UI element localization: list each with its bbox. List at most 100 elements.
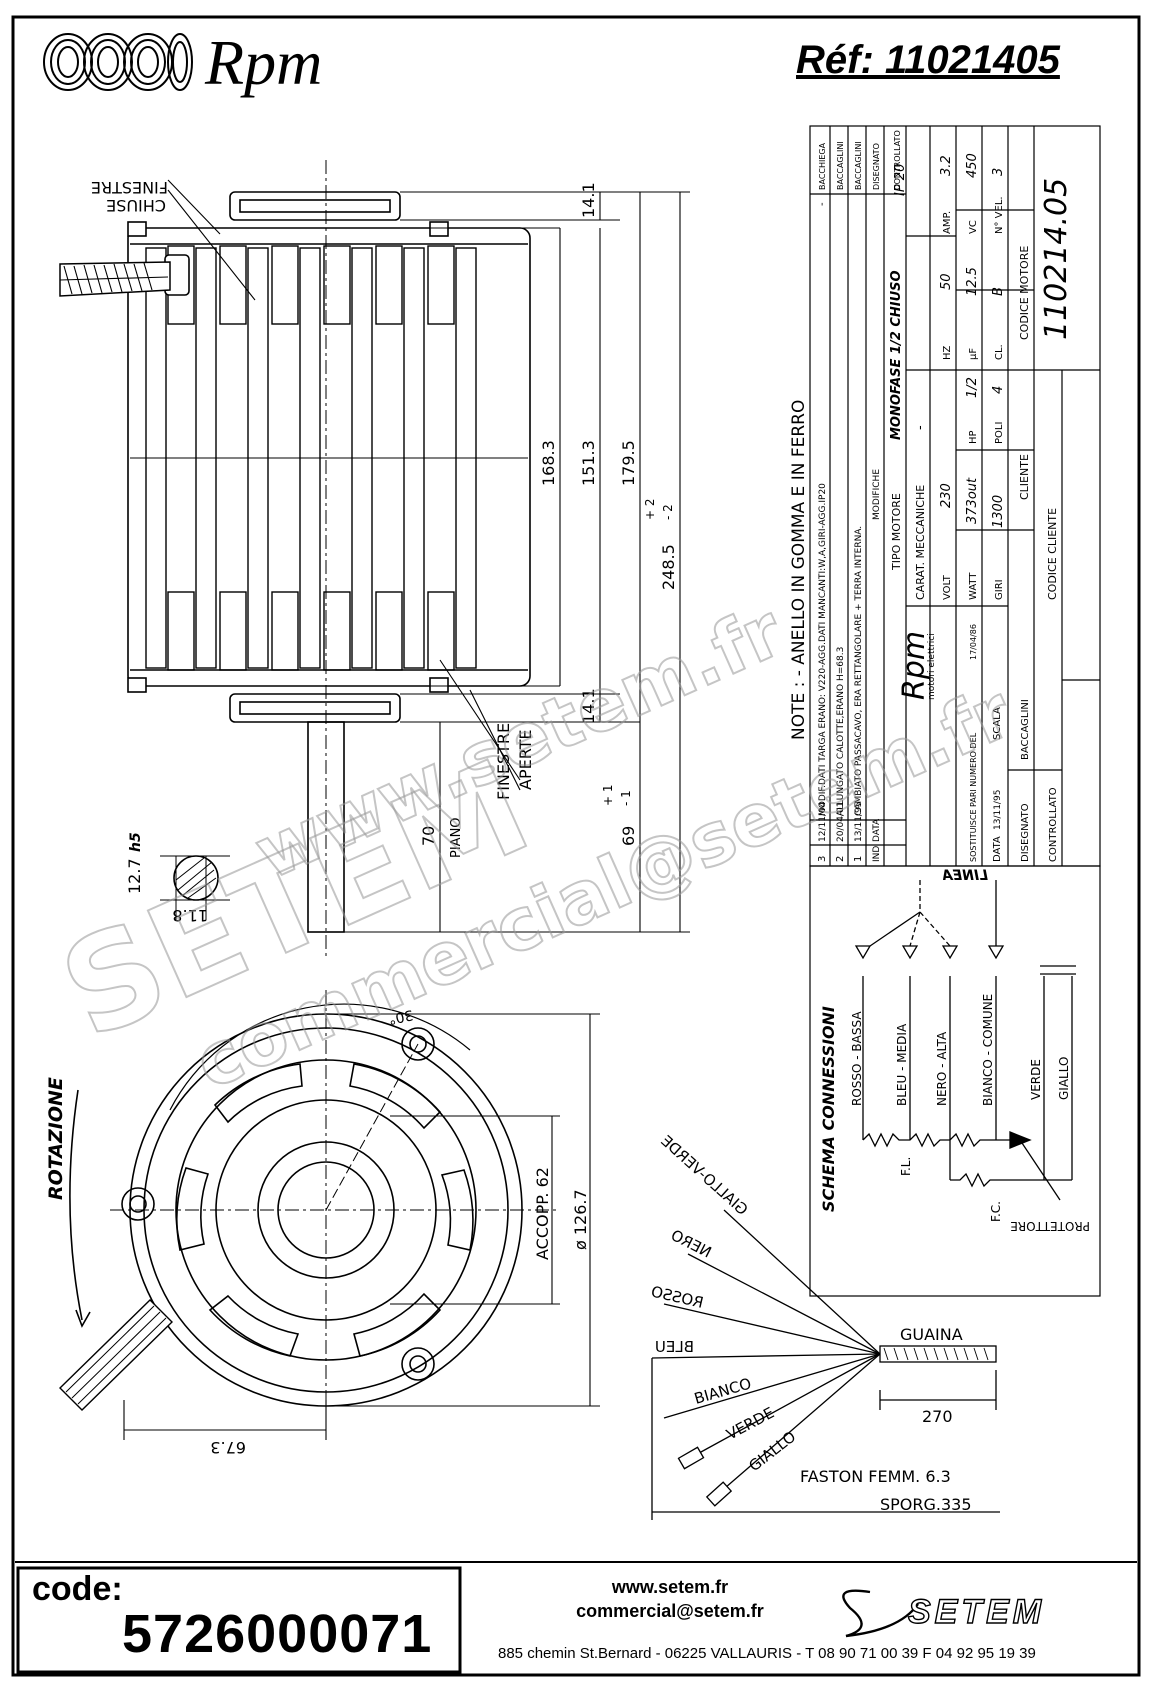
giri-label: GIRI	[994, 579, 1005, 600]
label-angle: 30°	[387, 1006, 415, 1027]
code-value: 5726000071	[122, 1604, 433, 1664]
rev-2-ind: 2	[835, 856, 846, 862]
label-piano: PIANO	[449, 817, 464, 858]
dim-69-tol-plus: + 1	[601, 784, 615, 806]
wire-bianco: BIANCO - COMUNE	[981, 994, 995, 1106]
carat-label: CARAT. MECCANICHE	[914, 485, 927, 600]
cl-label: CL.	[994, 344, 1005, 360]
nvel-label: N° VEL.	[994, 196, 1005, 234]
carat-value: -	[913, 425, 928, 430]
dim-67-3: 67.3	[210, 1438, 246, 1457]
hz-label: HZ	[942, 345, 953, 360]
label-accopp: ACCOPP. 62	[533, 1167, 552, 1260]
code-box	[16, 1566, 462, 1674]
footer-email-link[interactable]: commercial@setem.fr	[576, 1601, 764, 1621]
scala-label: SCALA	[992, 707, 1003, 740]
label-finestre: FINESTRE	[91, 178, 168, 197]
schema-linea: LINEA	[942, 868, 988, 884]
footer-website-link[interactable]: www.setem.fr	[611, 1577, 729, 1597]
outer-frame	[11, 15, 1141, 1677]
dim-14-1-bottom: 14.1	[579, 688, 598, 724]
amp-value: 3.2	[939, 155, 954, 176]
wire-giallo: GIALLO	[1057, 1057, 1071, 1100]
dash-1: -	[817, 202, 828, 206]
dim-151-3: 151.3	[579, 440, 598, 486]
sostituisce-date: 17/04/86	[969, 624, 978, 660]
dim-248-tol-minus: - 2	[661, 504, 675, 520]
wire-verde: VERDE	[1029, 1059, 1043, 1100]
wire-harness	[651, 1209, 1000, 1520]
poli-value: 4	[991, 386, 1006, 394]
watt-label: WATT	[968, 572, 979, 600]
rev-3-ind: 3	[817, 856, 828, 862]
rev-3-date: 12/11/04	[818, 801, 828, 842]
dim-12-7: 12.7	[125, 858, 144, 894]
data-label: DATA	[992, 836, 1003, 862]
dim-11-8: 11.8	[172, 906, 208, 925]
dimension-lines	[344, 191, 690, 933]
setem-logo: SETEM	[907, 1592, 1046, 1631]
hdr-modifiche: MODIFICHE	[872, 469, 882, 520]
label-rotazione: ROTAZIONE	[45, 1077, 67, 1200]
rpm-coil-logo	[43, 33, 193, 91]
schema-protettore: PROTETTORE	[1010, 1219, 1090, 1233]
schema-fl: F.L.	[899, 1157, 913, 1176]
sostituisce-label: SOSTITUISCE PARI NUMERO DEL	[969, 732, 978, 862]
rev-1-text: CAMBIATO PASSACAVO, ERA RETTANGOLARE + T…	[854, 526, 864, 816]
dim-179-5: 179.5	[619, 440, 638, 486]
codice-cliente-label: CODICE CLIENTE	[1046, 508, 1059, 600]
tb-logo-text: Rpm	[897, 631, 932, 700]
codice-motore-label: CODICE MOTORE	[1018, 246, 1031, 340]
nvel-value: 3	[991, 168, 1006, 176]
setem-swoosh-icon	[842, 1589, 919, 1638]
header-reference: Réf: 11021405	[796, 38, 1060, 82]
giri-value: 1300	[991, 495, 1006, 528]
label-verde: VERDE	[723, 1404, 777, 1444]
volt-label: VOLT	[942, 574, 953, 600]
dim-70: 70	[419, 826, 438, 846]
controllato-label: CONTROLLATO	[1048, 787, 1059, 862]
label-h5: h5	[128, 832, 144, 852]
dim-168-3: 168.3	[539, 440, 558, 486]
label-bleu: BLEU	[655, 1338, 694, 1356]
motor-front-view	[110, 990, 560, 1430]
footer-contact: www.setem.fr commercial@setem.fr	[540, 1575, 800, 1623]
dim-248-5: 248.5	[659, 544, 678, 590]
title-block-text: 3 12/11/04 MODIF.DATI TARGA ERANO: V220-…	[817, 130, 1074, 862]
amp-label: AMP.	[942, 211, 953, 234]
cliente-label: CLIENTE	[1018, 454, 1031, 500]
volt-value: 230	[939, 483, 954, 508]
schema-text: SCHEMA CONNESSIONI LINEA ROSSO - BASSA B…	[819, 868, 1090, 1233]
hdr-disegnato: DISEGNATO	[872, 143, 881, 190]
vc-label: VC	[968, 220, 979, 234]
note-text: NOTE : - ANELLO IN GOMMA E IN FERRO	[789, 400, 809, 740]
label-faston: FASTON FEMM. 6.3	[800, 1467, 951, 1486]
ip-rating: IP 20	[893, 164, 908, 196]
label-guaina: GUAINA	[900, 1325, 963, 1344]
dim-14-1-top: 14.1	[579, 182, 598, 218]
rev-2-text: ALLUNGATO CALOTTE,ERANO H=68.3	[836, 647, 846, 816]
front-dimensions	[69, 1013, 600, 1440]
label-giallo: GIALLO	[745, 1428, 799, 1476]
uf-value: 12.5	[965, 267, 980, 296]
hdr-data: DATA	[872, 818, 882, 842]
tipo-motore-label: TIPO MOTORE	[890, 493, 903, 571]
footer-address: 885 chemin St.Bernard - 06225 VALLAURIS …	[498, 1645, 1036, 1662]
dim-69: 69	[619, 826, 638, 846]
header-brand: Rpm	[205, 27, 323, 98]
wire-nero: NERO - ALTA	[935, 1031, 949, 1106]
wire-bleu: BLEU - MEDIA	[895, 1023, 909, 1106]
poli-label: POLI	[994, 422, 1005, 444]
data-value: 13/11/95	[993, 790, 1003, 830]
dim-270: 270	[922, 1407, 953, 1426]
connection-schematic	[854, 880, 1076, 1201]
hp-value: 1/2	[965, 377, 980, 398]
uf-label: µF	[968, 348, 979, 360]
dim-69-tol-minus: - 1	[619, 790, 633, 806]
label-bianco: BIANCO	[692, 1374, 753, 1407]
tipo-motore-value: MONOFASE 1/2 CHIUSO	[889, 270, 904, 440]
motor-side-view	[127, 160, 531, 960]
hdr-controllato: CONTROLLATO	[893, 130, 902, 190]
